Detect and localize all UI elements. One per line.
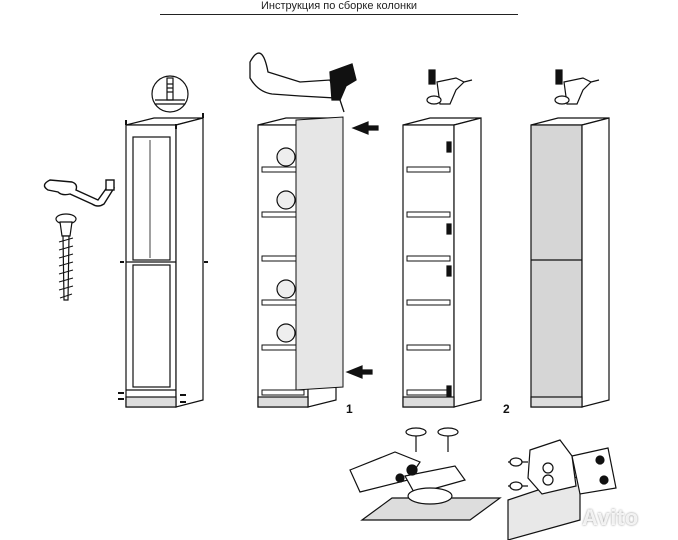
hinge-door-detail: [349, 427, 502, 521]
step-1-label: 1: [346, 402, 353, 416]
cabinet-carcass-3: [402, 117, 482, 408]
title-underline: [160, 14, 518, 15]
arrow-icon: [345, 121, 379, 379]
hammer-icon: [249, 52, 357, 113]
screw-icon: [151, 75, 189, 113]
screwdriver-icon: [426, 69, 473, 105]
hex-key-icon: [43, 179, 116, 207]
step-2-label: 2: [503, 402, 510, 416]
cabinet-carcass-1: [118, 113, 208, 408]
back-panel: [295, 116, 344, 391]
watermark-logo: Avito: [582, 505, 639, 530]
hinge-carcass-detail: [507, 439, 617, 540]
page-title: Инструкция по сборке колонки: [260, 0, 418, 12]
screwdriver-icon: [554, 69, 600, 105]
confirmat-screw-icon: [55, 213, 77, 301]
hinge-icon: [446, 141, 452, 397]
cabinet-closed: [530, 117, 610, 408]
